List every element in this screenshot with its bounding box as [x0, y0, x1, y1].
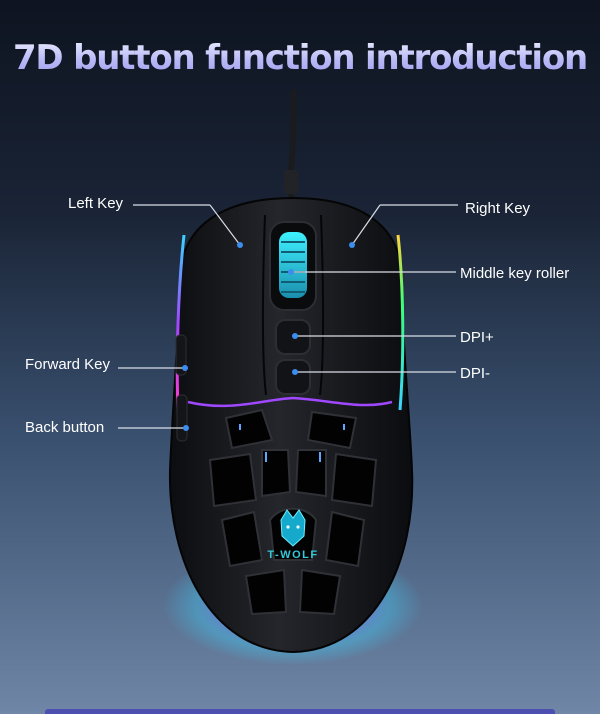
cable-strain-relief	[284, 170, 298, 194]
purple-accent-line	[187, 396, 393, 408]
left-key-label: Left Key	[68, 195, 124, 212]
forward-key-label: Forward Key	[25, 356, 111, 373]
left-rgb-strip	[175, 234, 186, 411]
back-side-button[interactable]	[176, 394, 188, 442]
middle-key-roller-label: Middle key roller	[460, 265, 570, 282]
right-key-label: Right Key	[465, 200, 531, 217]
right-rgb-strip	[396, 234, 405, 411]
forward-side-button[interactable]	[175, 334, 187, 376]
inner-light-accents	[239, 424, 345, 462]
bottom-accent-bar	[45, 709, 555, 714]
marker-dots	[182, 242, 355, 431]
cable	[287, 89, 297, 206]
dpi-plus-label: DPI+	[460, 329, 494, 346]
brand-logo-text: T-WOLF	[267, 549, 318, 561]
callout-lines	[118, 204, 458, 429]
back-button-label: Back button	[25, 419, 105, 436]
page-title: 7D button function introduction	[0, 38, 600, 78]
left-button-seam	[261, 214, 267, 396]
dpi-minus-button[interactable]	[275, 359, 311, 395]
wolf-logo-icon	[280, 509, 306, 547]
dpi-minus-label: DPI-	[460, 365, 490, 382]
right-button-seam	[319, 214, 325, 396]
